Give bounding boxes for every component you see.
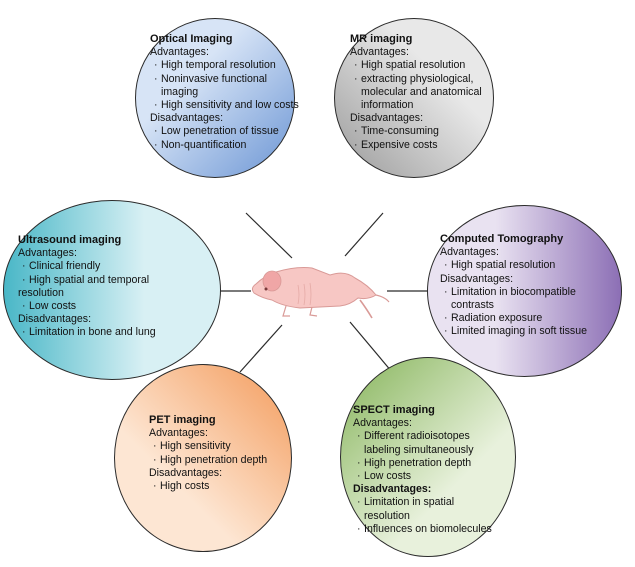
- spect-imaging-title: SPECT imaging: [353, 404, 435, 416]
- mr-disadvantage-item: ·Time-consuming: [354, 125, 439, 138]
- ultrasound-advantages-label: Advantages:: [18, 247, 77, 260]
- mr-disadvantages-label: Disadvantages:: [350, 112, 424, 125]
- mr-disadvantage-item: ·Expensive costs: [354, 138, 438, 151]
- connector-pet: [239, 324, 283, 373]
- optical-advantage-item: ·High sensitivity and low costs: [154, 99, 299, 112]
- mr-advantage-item: molecular and anatomical: [361, 85, 482, 98]
- ultrasound-advantage-item: ·Clinical friendly: [22, 260, 101, 273]
- pet-advantage-item: ·High sensitivity: [153, 440, 231, 453]
- spect-advantage-item: ·High penetration depth: [357, 456, 472, 469]
- ultrasound-advantage-item: ·Low costs: [22, 300, 77, 313]
- spect-imaging-circle: [340, 357, 516, 557]
- pet-advantage-item: ·High penetration depth: [153, 453, 268, 466]
- ultrasound-advantage-item: ·High spatial and temporal: [22, 273, 150, 286]
- spect-advantages-label: Advantages:: [353, 417, 412, 430]
- ct-content: Computed Tomography Advantages: ·High sp…: [440, 233, 620, 339]
- ultrasound-disadvantages-label: Disadvantages:: [18, 313, 92, 326]
- optical-advantages-label: Advantages:: [150, 46, 209, 59]
- pet-disadvantages-label: Disadvantages:: [149, 466, 223, 479]
- mr-advantage-item: ·extracting physiological,: [354, 72, 474, 85]
- pet-disadvantage-item: ·High costs: [153, 480, 210, 493]
- spect-disadvantage-item: ·Influences on biomolecules: [357, 522, 492, 535]
- connector-optical: [245, 212, 293, 259]
- mouse-icon: [251, 267, 390, 319]
- pet-advantages-label: Advantages:: [149, 427, 208, 440]
- ct-disadvantage-item: ·Radiation exposure: [444, 312, 543, 325]
- optical-disadvantage-item: ·Non-quantification: [154, 138, 247, 151]
- spect-advantage-item: ·Different radioisotopes: [357, 430, 470, 443]
- ct-advantage-item: ·High spatial resolution: [444, 259, 556, 272]
- spect-disadvantages-label: Disadvantages:: [353, 483, 432, 496]
- mr-imaging-circle: [334, 18, 494, 178]
- mr-imaging-content: MR imaging Advantages: ·High spatial res…: [350, 33, 500, 152]
- mr-advantage-item: information: [361, 99, 414, 112]
- pet-imaging-title: PET imaging: [149, 414, 216, 426]
- spect-disadvantage-item: ·Limitation in spatial: [357, 496, 455, 509]
- optical-advantage-item: ·High temporal resolution: [154, 59, 276, 72]
- spect-disadvantage-item: resolution: [364, 509, 410, 522]
- optical-advantage-item: imaging: [161, 85, 199, 98]
- optical-imaging-circle: [135, 18, 295, 178]
- optical-advantage-item: ·Noninvasive functional: [154, 72, 267, 85]
- ct-title: Computed Tomography: [440, 233, 564, 245]
- mr-imaging-title: MR imaging: [350, 33, 413, 45]
- ultrasound-disadvantage-item: ·Limitation in bone and lung: [22, 326, 156, 339]
- ct-circle: [427, 205, 622, 377]
- ct-disadvantage-item: ·Limitation in biocompatible: [444, 285, 576, 298]
- connector-mr: [344, 212, 384, 257]
- optical-disadvantage-item: ·Low penetration of tissue: [154, 125, 279, 138]
- pet-imaging-content: PET imaging Advantages: ·High sensitivit…: [149, 414, 299, 493]
- ultrasound-advantage-item: resolution: [18, 286, 64, 299]
- spect-advantage-item: labeling simultaneously: [364, 443, 474, 456]
- connector-spect: [349, 321, 393, 373]
- mr-advantage-item: ·High spatial resolution: [354, 59, 466, 72]
- ultrasound-imaging-circle: [3, 200, 221, 380]
- ultrasound-imaging-title: Ultrasound imaging: [18, 234, 122, 246]
- optical-imaging-content: Optical Imaging Advantages: ·High tempor…: [150, 33, 300, 152]
- spect-imaging-content: SPECT imaging Advantages: ·Different rad…: [353, 404, 513, 536]
- pet-imaging-circle: [114, 364, 292, 552]
- ct-disadvantage-item: ·Limited imaging in soft tissue: [444, 325, 588, 338]
- spect-advantage-item: ·Low costs: [357, 470, 412, 483]
- ultrasound-imaging-content: Ultrasound imaging Advantages: ·Clinical…: [18, 234, 218, 340]
- optical-imaging-title: Optical Imaging: [150, 33, 233, 45]
- ct-advantages-label: Advantages:: [440, 246, 499, 259]
- optical-disadvantages-label: Disadvantages:: [150, 112, 224, 125]
- ct-disadvantage-item: contrasts: [451, 299, 494, 312]
- ct-disadvantages-label: Disadvantages:: [440, 272, 514, 285]
- mr-advantages-label: Advantages:: [350, 46, 409, 59]
